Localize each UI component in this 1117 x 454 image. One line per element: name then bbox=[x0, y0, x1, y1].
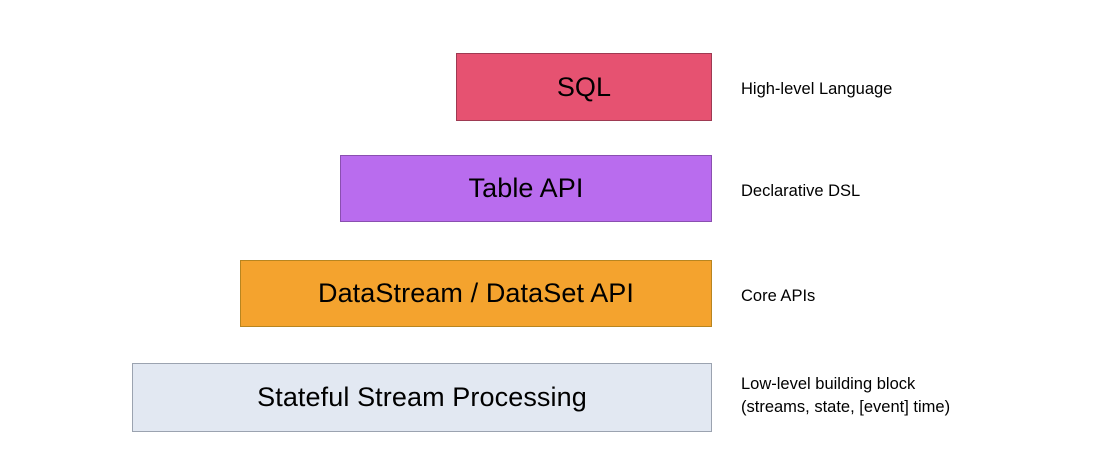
layer-box-label-stateful-stream-processing: Stateful Stream Processing bbox=[257, 382, 587, 412]
layer-box-label-sql: SQL bbox=[556, 71, 612, 102]
layer-box-table-api: Table API bbox=[340, 155, 712, 222]
layer-box-label-datastream-dataset-api: DataStream / DataSet API bbox=[317, 278, 635, 308]
layer-box-sql: SQL bbox=[456, 53, 712, 121]
layer-note-sql: High-level Language bbox=[741, 80, 893, 98]
layer-note-datastream-dataset-api: Core APIs bbox=[741, 287, 816, 305]
layer-note-table-api: Declarative DSL bbox=[741, 182, 861, 200]
layer-box-label-table-api: Table API bbox=[468, 173, 584, 203]
layer-box-datastream-dataset-api: DataStream / DataSet API bbox=[240, 260, 712, 327]
layer-box-stateful-stream-processing: Stateful Stream Processing bbox=[132, 363, 712, 432]
layer-note-stateful-stream-processing: Low-level building block (streams, state… bbox=[741, 375, 951, 417]
